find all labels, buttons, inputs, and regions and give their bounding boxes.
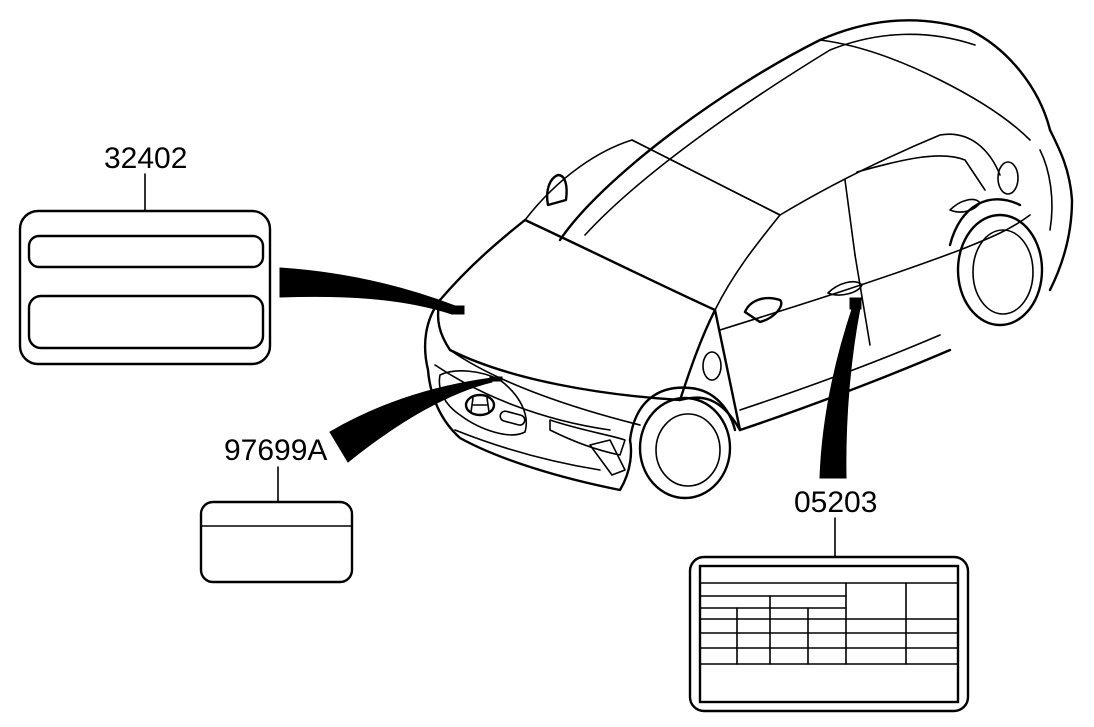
front-wheel [628, 386, 737, 500]
front-bumper [423, 298, 633, 492]
car-windshield [524, 139, 781, 311]
part-number-97699A: 97699A [224, 434, 327, 467]
part-number-32402: 32402 [104, 142, 187, 175]
car-roof [558, 19, 1052, 242]
callout-05203: 05203 [688, 486, 970, 713]
door-label-pointer [819, 305, 861, 479]
car-mirror [545, 173, 568, 207]
label-card-97699A [199, 500, 354, 584]
callout-97699A: 97699A [199, 434, 354, 584]
vehicle-illustration [423, 19, 1074, 500]
brand-logo [464, 393, 496, 417]
callout-32402: 32402 [18, 142, 272, 366]
label-field-top [27, 234, 265, 269]
front-label-pointer [329, 377, 493, 463]
car-side-mirror [743, 296, 783, 324]
car-hood [436, 218, 717, 402]
rear-wheel [948, 198, 1044, 327]
part-number-05203: 05203 [794, 486, 877, 519]
label-table-grid [698, 564, 960, 704]
label-field-bottom [27, 294, 265, 350]
hood-label-pointer [279, 267, 456, 315]
front-grille [438, 370, 527, 436]
